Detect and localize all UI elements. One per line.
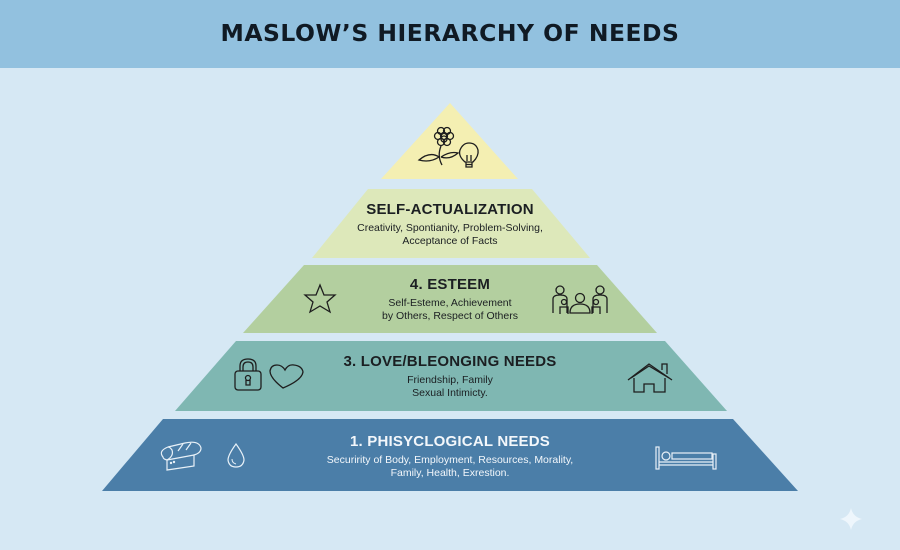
tier-love-shape [175,341,727,411]
sparkle-icon [840,508,862,530]
flower-icon [417,126,460,166]
tier-title: SELF-ACTUALIZATION [366,201,534,218]
tier-physiological-shape [102,419,798,491]
tier-love-belonging: 3. LOVE/BLEONGING NEEDS Friendship, Fami… [300,353,600,400]
header-banner: MASLOW’S HIERARCHY OF NEEDS [0,0,900,68]
tier-description: Securirity of Body, Employment, Resource… [326,454,574,479]
tier-esteem-shape [243,265,657,333]
bed-icon [655,446,717,470]
house-icon [627,363,673,393]
tier-title: 1. PHISYCLOGICAL NEEDS [350,433,550,450]
tier-description: Creativity, Spontianity, Problem-Solving… [357,222,543,247]
tier-title: 4. ESTEEM [409,276,491,293]
water-drop-icon [227,442,245,468]
tier-esteem: 4. ESTEEM Self-Esteme, Achievement by Ot… [340,276,560,323]
family-icon [552,285,608,314]
tier-self-actualization-shape [312,189,590,258]
heart-icon [269,364,304,389]
tier-physiological: 1. PHISYCLOGICAL NEEDS Securirity of Bod… [290,433,610,480]
tier-description: Self-Esteme, Achievement by Others, Resp… [382,297,518,322]
bread-icon [160,441,202,471]
tier-self-actualization: SELF-ACTUALIZATION Creativity, Spontiani… [330,201,570,248]
page-title: MASLOW’S HIERARCHY OF NEEDS [220,21,680,47]
star-icon [303,283,337,314]
tier-title: 3. LOVE/BLEONGING NEEDS [343,353,557,370]
tier-top-shape [381,103,518,179]
lightbulb-icon [458,142,479,168]
tier-description: Friendship, Family Sexual Intimicty. [407,374,493,399]
padlock-icon [234,358,262,391]
